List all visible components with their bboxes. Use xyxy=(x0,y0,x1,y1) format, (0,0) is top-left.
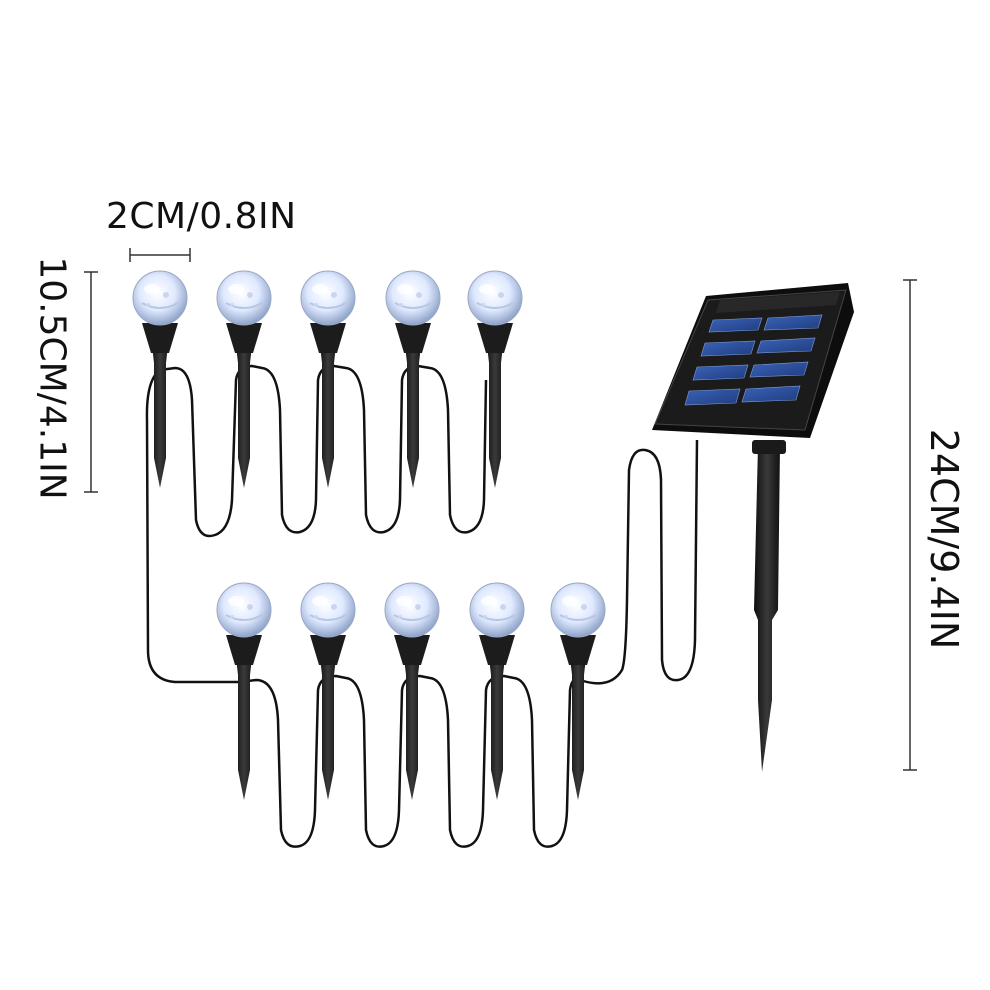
panel-height-label: 24CM/9.4IN xyxy=(922,428,966,650)
garden-light-9 xyxy=(469,582,525,801)
garden-light-6 xyxy=(216,582,272,801)
garden-light-5 xyxy=(467,270,523,489)
bottom-row-lights xyxy=(216,582,606,801)
top-row-lights xyxy=(132,270,523,489)
garden-light-7 xyxy=(300,582,356,801)
garden-light-4 xyxy=(385,270,441,489)
garden-light-2 xyxy=(216,270,272,489)
garden-light-8 xyxy=(384,582,440,801)
bulb-width-label: 2CM/0.8IN xyxy=(106,196,297,237)
garden-light-10 xyxy=(550,582,606,801)
light-height-dimension-line xyxy=(84,271,98,493)
light-height-label: 10.5CM/4.1IN xyxy=(31,256,73,500)
bulb-width-dimension-line xyxy=(129,248,191,262)
solar-panel-icon xyxy=(652,283,854,772)
garden-light-1 xyxy=(132,270,188,489)
panel-height-dimension-line xyxy=(903,279,917,771)
garden-light-3 xyxy=(300,270,356,489)
